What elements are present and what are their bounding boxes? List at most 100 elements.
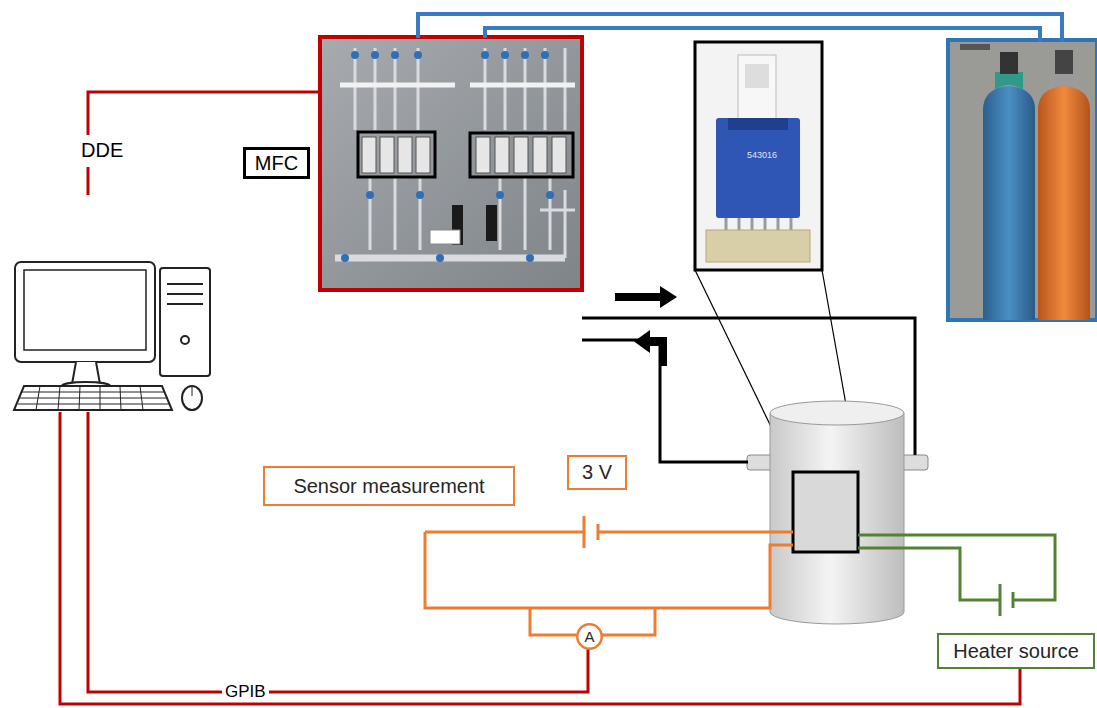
gas-panel-photo: [481, 51, 489, 59]
computer-icon: [192, 386, 193, 396]
gas-panel-photo: [371, 51, 379, 59]
label-box: Heater source: [937, 633, 1095, 669]
measurement-circuit: [598, 531, 793, 534]
gas-panel-photo: [351, 51, 359, 59]
gas-panel-photo: [340, 83, 575, 88]
measurement-circuit: [600, 608, 655, 635]
gas-panel-photo: [391, 51, 399, 59]
gas-panel-photo: [320, 37, 582, 290]
gas-line: [582, 318, 915, 462]
gas-panel-photo: [358, 132, 435, 177]
ammeter-symbol: A: [576, 623, 603, 650]
interface-label: GPIB: [222, 682, 269, 702]
computer-icon: [160, 268, 210, 376]
sensor-photo-inset: [706, 230, 810, 262]
data-bus-line: [88, 412, 588, 692]
measurement-circuit: [530, 608, 576, 635]
gas-cylinders-photo: [1050, 72, 1078, 90]
measurement-circuit: [425, 516, 793, 635]
gas-panel-photo: [320, 37, 582, 290]
sensor-photo-inset: [728, 118, 788, 130]
gas-panel-photo: [416, 137, 430, 173]
gas-cylinders-photo: [948, 40, 1097, 320]
label-box: Sensor measurement: [263, 466, 515, 506]
gas-panel-photo: [366, 191, 374, 199]
sensor-photo-inset: [695, 42, 822, 270]
measurement-circuit: [425, 531, 584, 534]
computer-icon: [167, 303, 203, 305]
part-number: 543016: [744, 150, 780, 160]
gas-panel-photo: [514, 137, 528, 173]
gas-cylinders-photo: [995, 72, 1023, 90]
gas-panel-photo: [526, 254, 534, 262]
gas-panel-photo: [485, 48, 565, 130]
flow-arrow: [634, 330, 650, 353]
computer-icon: [14, 386, 172, 410]
computer-icon: [181, 336, 189, 344]
gas-panel-photo: [546, 191, 554, 199]
gas-panel-photo: [540, 190, 575, 258]
gas-panel-photo: [541, 51, 549, 59]
gas-panel-photo: [398, 137, 412, 173]
sensor-photo-inset: [716, 118, 800, 218]
gas-panel-photo: [476, 137, 490, 173]
measurement-circuit: [597, 524, 600, 540]
gas-panel-photo: [341, 254, 349, 262]
node-text: 3 V: [582, 461, 612, 484]
gas-cylinders-photo: [1000, 52, 1018, 74]
gas-panel-photo: [533, 137, 547, 173]
measurement-circuit: [425, 532, 793, 608]
data-bus-line: [87, 167, 90, 195]
node-text: MFC: [255, 152, 298, 175]
sensor-photo-inset: [695, 42, 822, 270]
gas-panel-photo: [416, 191, 424, 199]
heater-circuit: [858, 535, 1055, 600]
gas-panel-photo: [486, 205, 497, 241]
node-text: Heater source: [953, 640, 1079, 663]
test-chamber: [793, 472, 858, 552]
computer-icon: [167, 283, 203, 285]
computer-icon: [14, 262, 210, 410]
gas-panel-photo: [370, 177, 550, 250]
callout-box: MFC: [243, 147, 310, 179]
test-chamber: [747, 401, 928, 624]
computer-icon: [182, 386, 202, 410]
gas-panel-photo: [380, 137, 394, 173]
gas-panel-photo: [470, 133, 573, 177]
gas-supply-line: [485, 28, 1040, 42]
gas-cylinders-photo: [1038, 86, 1090, 320]
data-bus-line: [88, 92, 320, 135]
data-bus-line: [60, 92, 1020, 704]
computer-icon: [18, 392, 169, 404]
gas-panel-photo: [414, 51, 422, 59]
computer-icon: [167, 293, 203, 295]
voltage-label: 3 V: [567, 455, 627, 490]
gas-panel-photo: [355, 48, 418, 130]
gas-panel-photo: [430, 230, 460, 244]
test-chamber: [770, 413, 904, 624]
gas-panel-photo: [436, 254, 444, 262]
heater-circuit: [858, 548, 1000, 600]
gas-panel-photo: [496, 191, 504, 199]
gas-panel-photo: [501, 51, 509, 59]
gas-cylinders-photo: [1055, 50, 1073, 74]
computer-icon: [15, 262, 155, 362]
node-text: A: [584, 628, 594, 645]
heater-circuit: [1012, 592, 1015, 608]
gas-panel-photo: [335, 255, 565, 262]
gas-panel-photo: [335, 48, 575, 258]
interface-label: DDE: [78, 139, 126, 162]
measurement-circuit: [583, 516, 586, 548]
computer-icon: [72, 362, 100, 384]
test-chamber: [770, 401, 904, 425]
gas-panel-photo: [362, 137, 566, 173]
gas-panel-photo: [552, 137, 566, 173]
flow-arrow: [615, 286, 677, 308]
circle-outline: [577, 624, 602, 649]
test-chamber: [747, 455, 773, 470]
gas-cylinders-photo: [983, 86, 1035, 320]
gas-supply-line: [418, 14, 1062, 42]
